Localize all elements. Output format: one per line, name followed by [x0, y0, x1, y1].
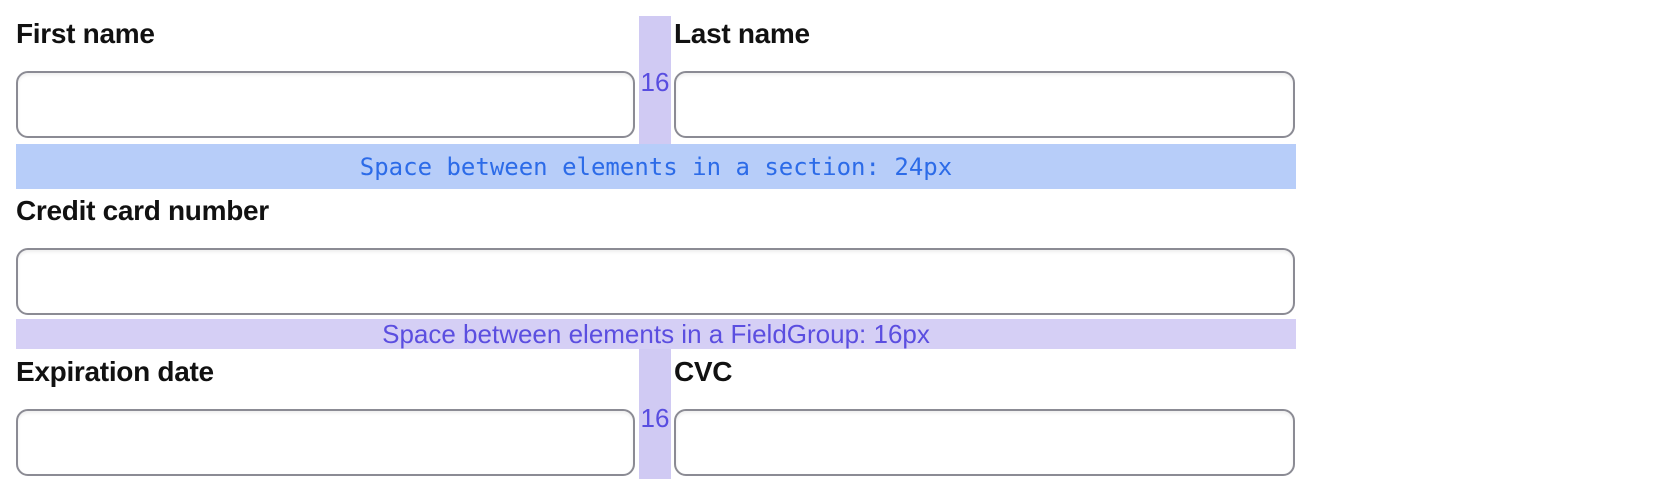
column-gap-value-top: 16 [640, 67, 670, 97]
column-gap-highlight-bottom: 16 [639, 349, 671, 479]
column-gap-highlight-top: 16 [639, 16, 671, 144]
section-gap-annotation-text: Space between elements in a section: 24p… [359, 152, 953, 181]
fieldgroup-gap-annotation-text: Space between elements in a FieldGroup: … [382, 318, 930, 349]
expiration-date-field-group: Expiration date [16, 358, 635, 476]
cvc-input[interactable] [674, 409, 1295, 476]
last-name-input[interactable] [674, 71, 1295, 138]
cvc-label: CVC [674, 356, 733, 387]
expiration-date-label: Expiration date [16, 356, 214, 387]
expiration-date-input[interactable] [16, 409, 635, 476]
credit-card-number-input[interactable] [16, 248, 1295, 315]
cvc-field-group: CVC [674, 358, 1295, 476]
column-gap-value-bottom: 16 [640, 403, 670, 433]
fieldgroup-gap-annotation-bar: Space between elements in a FieldGroup: … [16, 319, 1296, 349]
section-gap-annotation-bar: Space between elements in a section: 24p… [16, 144, 1296, 189]
first-name-input[interactable] [16, 71, 635, 138]
first-name-field-group: First name [16, 20, 635, 138]
last-name-label: Last name [674, 18, 810, 49]
last-name-field-group: Last name [674, 20, 1295, 138]
credit-card-number-field-group: Credit card number [16, 197, 1295, 315]
credit-card-number-label: Credit card number [16, 195, 269, 226]
first-name-label: First name [16, 18, 155, 49]
